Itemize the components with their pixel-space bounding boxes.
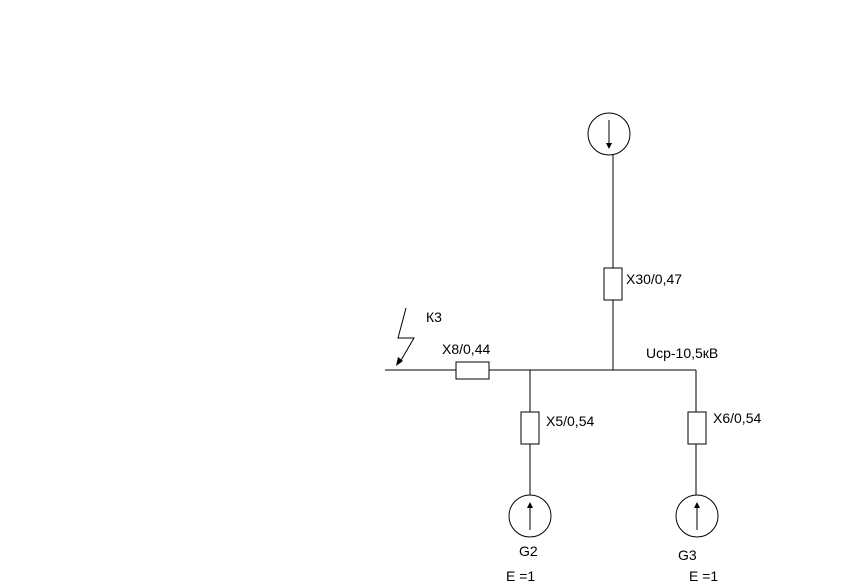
reactance-x5-label: X5/0,54 (546, 413, 594, 429)
fault-lightning-symbol (397, 307, 415, 363)
reactance-x30-label: X30/0,47 (626, 271, 682, 287)
reactance-x6 (687, 411, 707, 445)
reactance-x5 (520, 411, 540, 445)
generator-g3-emf: E =1 (689, 568, 718, 584)
fault-arrow-tip (396, 357, 403, 366)
reactance-x8-label: X8/0,44 (442, 341, 490, 357)
reactance-x6-label: X6/0,54 (713, 410, 761, 426)
generator-g2-emf: E =1 (506, 568, 535, 584)
reactance-x30 (603, 267, 623, 301)
bus-voltage-label: Uср-10,5кВ (646, 345, 718, 361)
generator-g2-name: G2 (519, 543, 538, 559)
reactance-x8 (455, 361, 490, 380)
generator-g3-name: G3 (678, 547, 697, 563)
fault-label: К3 (426, 309, 442, 325)
